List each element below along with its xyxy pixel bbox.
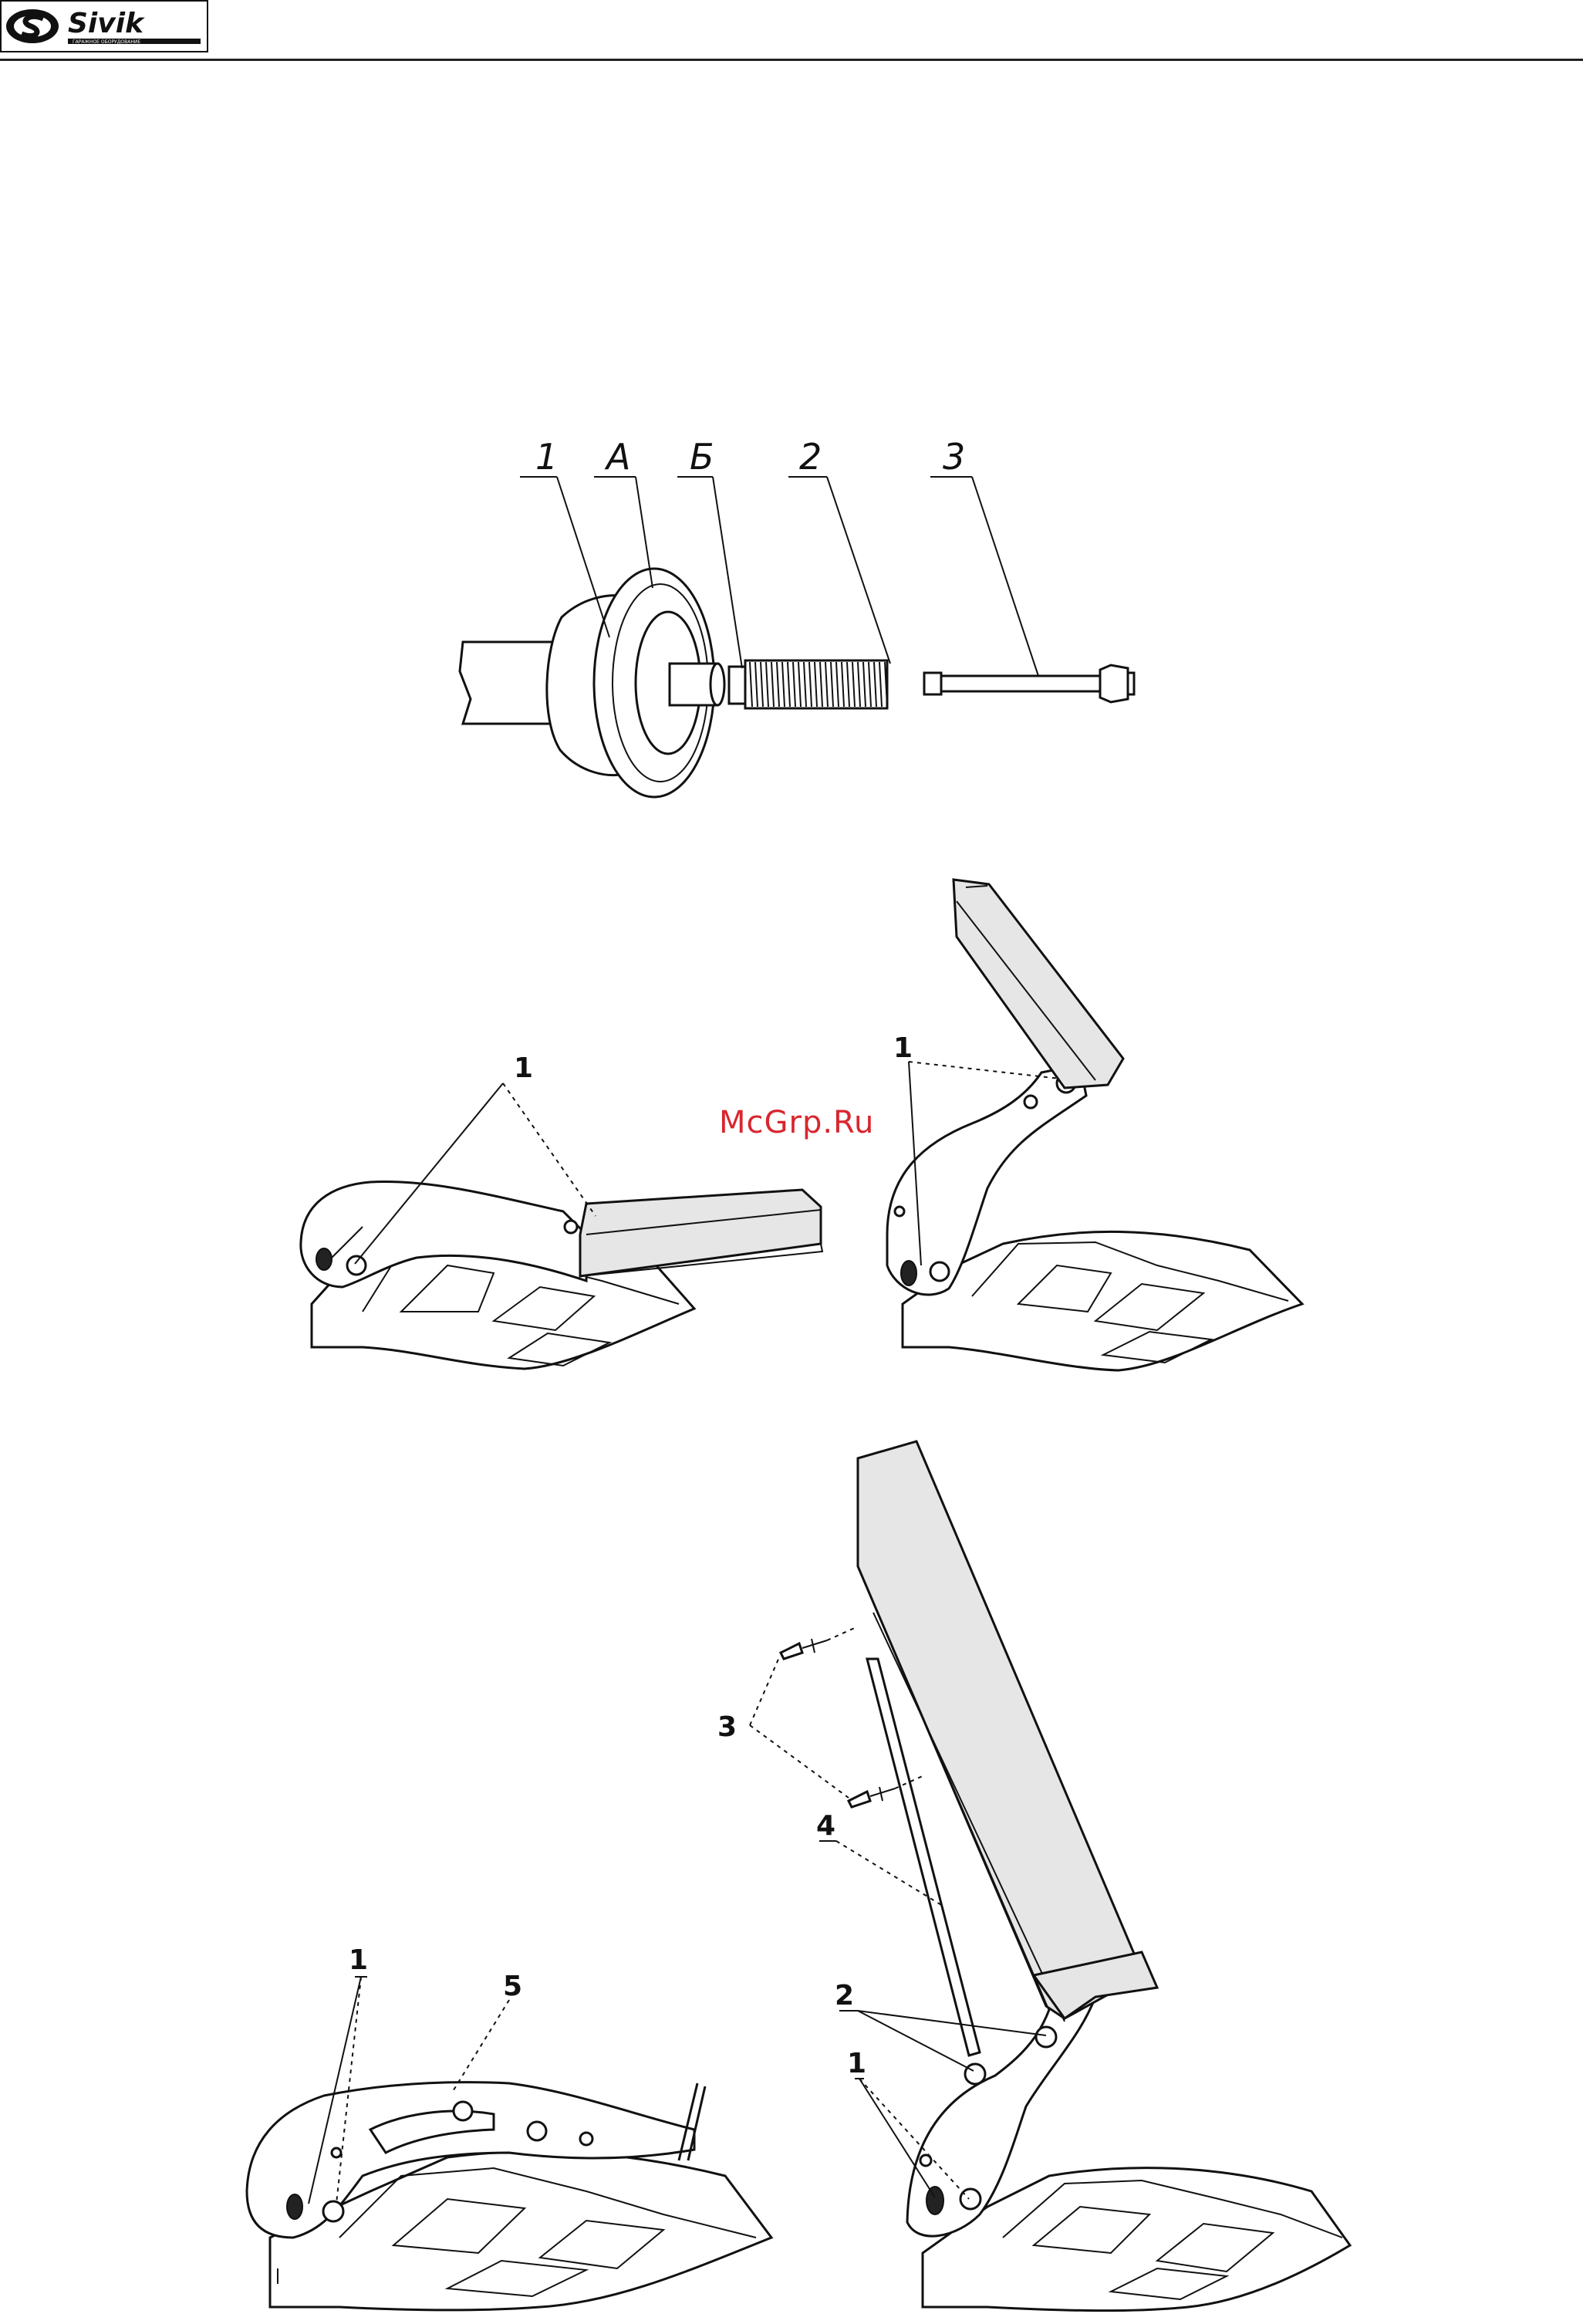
label-2: 2 — [799, 436, 822, 478]
label-1: 1 — [514, 1052, 533, 1084]
hood-lowered-figure: 1 — [301, 1052, 822, 1369]
label-1: 1 — [893, 1032, 913, 1064]
screw — [781, 1639, 827, 1659]
hood-cover — [858, 1441, 1143, 2018]
hood-cover-raised — [954, 880, 1123, 1088]
label-1: 1 — [535, 436, 558, 478]
label-b: Б — [690, 436, 714, 478]
label-5: 5 — [503, 1971, 522, 2002]
spindle-end — [710, 664, 724, 705]
label-3: 3 — [717, 1711, 737, 1743]
sleeve-b — [729, 667, 745, 704]
hood-raised-figure: 1 — [887, 880, 1302, 1370]
screw — [849, 1787, 895, 1807]
label-4: 4 — [816, 1810, 835, 1842]
threaded-sleeve — [745, 660, 887, 708]
label-2: 2 — [835, 1980, 854, 2012]
label-3: 3 — [943, 436, 965, 478]
label-1: 1 — [847, 2048, 866, 2079]
label-1: 1 — [349, 1944, 368, 1976]
shaft-assembly-figure: 1 А Б 2 3 — [460, 436, 1134, 797]
label-a: А — [604, 436, 630, 478]
bracket-figure: 1 5 — [247, 1944, 771, 2310]
bolt — [924, 665, 1134, 702]
exploded-hood-figure: 3 4 2 1 — [717, 1441, 1350, 2311]
